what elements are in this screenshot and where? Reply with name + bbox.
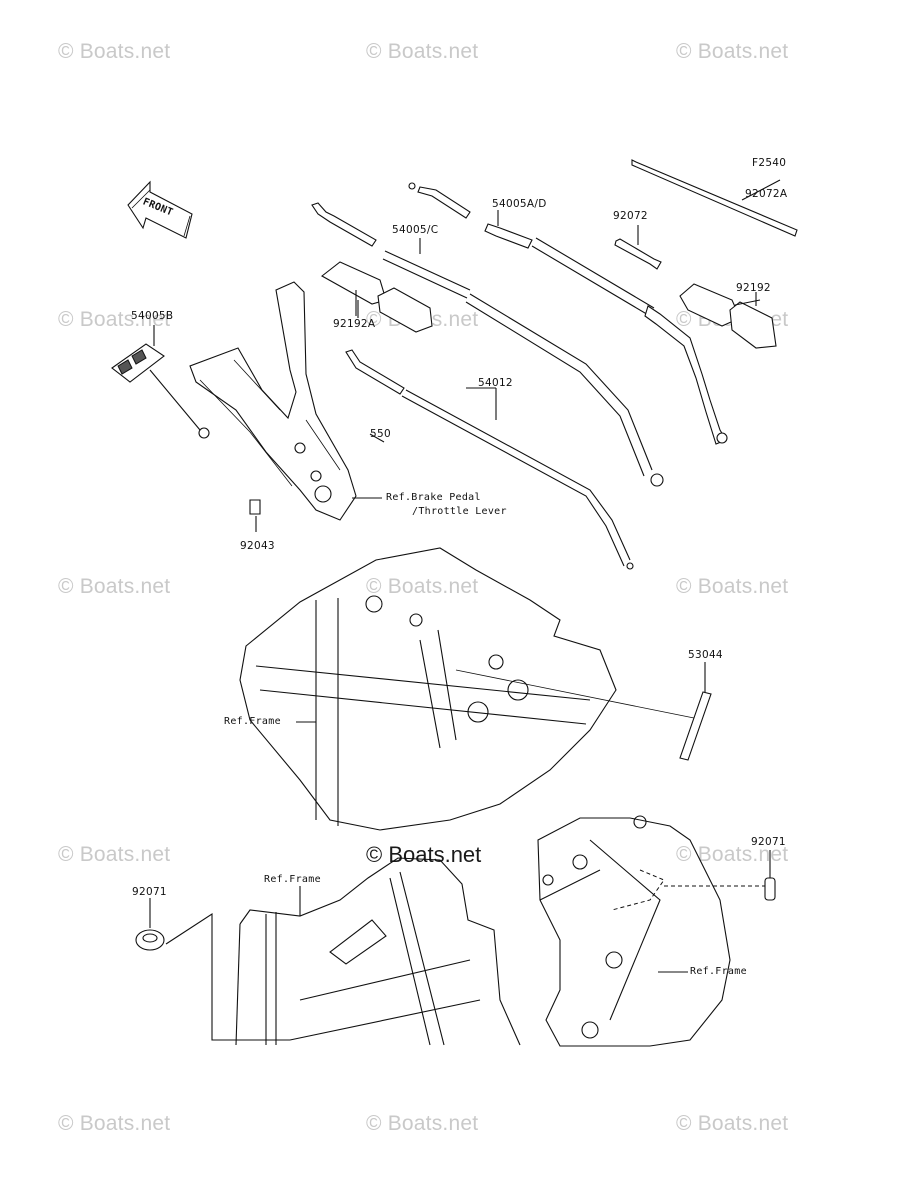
watermark: © Boats.net — [58, 843, 171, 866]
label-54012: 54012 — [478, 377, 513, 389]
watermark: © Boats.net — [676, 1112, 789, 1135]
label-ref-frame-mid: Ref.Frame — [224, 716, 281, 727]
strip-53044 — [679, 662, 712, 761]
frame-bottom-right — [537, 815, 766, 1047]
watermark: © Boats.net — [58, 308, 171, 331]
label-92072: 92072 — [613, 210, 648, 222]
watermark: © Boats.net — [366, 575, 479, 598]
watermark: © Boats.net — [366, 40, 479, 63]
pedal-assembly — [189, 281, 385, 532]
clamp-54005B — [111, 325, 210, 439]
frame-mid — [239, 547, 695, 831]
watermark: © Boats.net — [366, 1112, 479, 1135]
grommet-92071-left — [135, 898, 290, 1041]
strap-92072 — [614, 225, 662, 270]
label-54005AD: 54005A/D — [492, 198, 547, 210]
grommet-92071-right — [764, 850, 776, 901]
label-ref-frame-bottom-right: Ref.Frame — [690, 966, 747, 977]
label-92071-left: 92071 — [132, 886, 167, 898]
boot-92192A — [321, 261, 433, 333]
frame-bottom-left — [235, 857, 521, 1046]
watermark: © Boats.net — [58, 1112, 171, 1135]
watermark: © Boats.net — [676, 40, 789, 63]
cable-54012 — [345, 349, 634, 570]
label-550: 550 — [370, 428, 391, 440]
label-ref-throttle-lever: /Throttle Lever — [412, 506, 507, 517]
cable-54005AD — [408, 182, 728, 445]
label-ref-frame-bottom-left: Ref.Frame — [264, 874, 321, 885]
watermark: © Boats.net — [58, 40, 171, 63]
label-54005B: 54005B — [131, 310, 174, 322]
cable-54005C — [311, 202, 664, 487]
strap-92072A — [631, 159, 798, 237]
label-92072A: 92072A — [745, 188, 788, 200]
watermark: © Boats.net — [676, 843, 789, 866]
watermark: © Boats.net — [676, 575, 789, 598]
front-arrow-icon — [127, 180, 193, 239]
label-92071-right: 92071 — [751, 836, 786, 848]
label-92192: 92192 — [736, 282, 771, 294]
label-53044: 53044 — [688, 649, 723, 661]
label-92043: 92043 — [240, 540, 275, 552]
watermark-center: © Boats.net — [366, 842, 482, 867]
label-ref-brake-pedal: Ref.Brake Pedal — [386, 492, 481, 503]
label-54005C: 54005/C — [392, 224, 439, 236]
watermark: © Boats.net — [58, 575, 171, 598]
label-92192A: 92192A — [333, 318, 376, 330]
diagram-code: F2540 — [752, 157, 787, 169]
boot-92192 — [679, 283, 777, 349]
